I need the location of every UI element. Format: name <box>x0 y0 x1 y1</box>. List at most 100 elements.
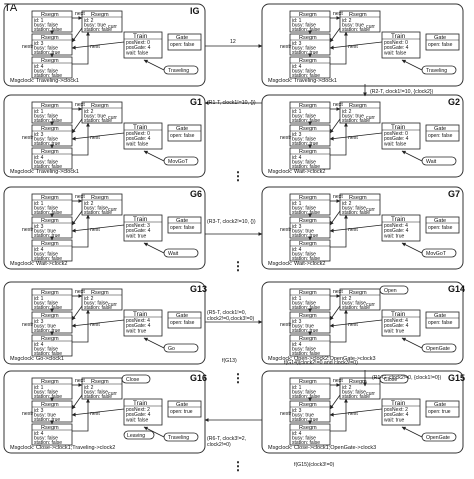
edge-label-curr: curr <box>108 115 117 121</box>
rsegm-id: id: 2 <box>342 109 352 115</box>
rsegm-title: Rsegm <box>41 379 59 385</box>
rsegm-busy: busy: false <box>292 137 316 143</box>
rsegm-id: id: 1 <box>292 296 302 302</box>
rsegm-station: station: false <box>34 351 62 357</box>
rsegm-box <box>81 288 123 311</box>
edge-label-next: next <box>75 289 85 295</box>
rsegm-box <box>339 193 381 216</box>
rsegm-title: Rsegm <box>299 58 317 64</box>
msgclock-text: Msgclock: Traveling->clock1 <box>10 169 79 175</box>
gate-title: Gate <box>434 126 446 132</box>
rsegm-station: station: true <box>292 233 318 239</box>
rsegm-station: station: false <box>292 351 320 357</box>
rsegm-busy: busy: false <box>84 206 108 212</box>
rsegm-title: Rsegm <box>41 313 59 319</box>
rsegm-busy: busy: false <box>292 436 316 442</box>
gate-title: Gate <box>176 218 188 224</box>
train-posgate: posGate: 4 <box>126 412 151 418</box>
event-label: Close <box>384 377 397 383</box>
rsegm-station: station: false <box>84 118 112 124</box>
label-r6t-a: (R6-T, clock3!=2, <box>207 436 246 442</box>
edge-label-next: next <box>348 135 358 141</box>
edge-event <box>143 242 165 254</box>
train-wait: wait: false <box>384 142 406 148</box>
label-r5t-b: clock2!=0,clock3!=0) <box>207 316 255 322</box>
rsegm-box <box>81 193 123 216</box>
gate-title: Gate <box>434 218 446 224</box>
edge-event <box>143 426 165 438</box>
rsegm-id: id: 4 <box>292 64 302 70</box>
edge-next <box>330 398 348 432</box>
edge-event <box>143 337 165 349</box>
train-posnext: posNext: 2 <box>126 407 150 413</box>
rsegm-station: station: false <box>292 305 320 311</box>
msgclock-text: Msgclock: Wait->clock2 <box>268 169 325 175</box>
gate-open: open: false <box>170 42 195 48</box>
train-wait: wait: true <box>384 234 405 240</box>
rsegm-id: id: 2 <box>84 201 94 207</box>
rsegm-station: station: false <box>34 210 62 216</box>
train-wait: wait: true <box>126 329 147 335</box>
rsegm-busy: busy: false <box>34 46 58 52</box>
rsegm-id: id: 3 <box>34 319 44 325</box>
gate-box <box>167 124 202 142</box>
edge-curr <box>71 132 125 141</box>
train-title: Train <box>391 124 406 131</box>
msgclock-text: Msgclock: Traveling->clock1 <box>10 78 79 84</box>
train-title: Train <box>391 33 406 40</box>
gate-open: open: false <box>428 320 453 326</box>
graph-id: G16 <box>190 373 207 383</box>
edge-label-nextr: nextr <box>22 411 34 417</box>
train-posgate: posGate: 4 <box>384 323 409 329</box>
edge-label-next: next <box>333 11 343 17</box>
rsegm-title: Rsegm <box>349 103 367 109</box>
rsegm-busy: busy: false <box>34 23 58 29</box>
event-label: Traveling <box>168 435 189 441</box>
rsegm-title: Rsegm <box>41 241 59 247</box>
rsegm-busy: busy: false <box>34 252 58 258</box>
edge-event <box>401 242 423 254</box>
edge-label-nextr: nextr <box>280 411 292 417</box>
edge-label-next: next <box>333 194 343 200</box>
train-title: Train <box>391 216 406 223</box>
rsegm-busy: busy: true <box>292 229 314 235</box>
edge-label-next: next <box>90 322 100 328</box>
label-fg14: f(G14)(clock2!=0 and clock3!=0) <box>284 360 358 366</box>
edge-next <box>72 214 90 248</box>
label-r1t: (R1-T, clock1!=10, {}) <box>207 100 256 106</box>
rsegm-title: Rsegm <box>91 195 109 201</box>
edge-label-curr: curr <box>366 391 375 397</box>
panel-frame <box>261 186 464 270</box>
rsegm-id: id: 2 <box>84 296 94 302</box>
label-r1g: (R1-G, clock2!=0, {clock1!=0}) <box>372 375 441 381</box>
edge-event <box>401 426 423 438</box>
edge-next <box>72 31 90 65</box>
rsegm-id: id: 1 <box>292 18 302 24</box>
graph-id: G6 <box>190 189 202 199</box>
label-r5t-a: (R5-T, clock1!=0, <box>207 310 246 316</box>
rsegm-id: id: 3 <box>34 408 44 414</box>
rsegm-station: station: false <box>84 210 112 216</box>
gate-title: Gate <box>176 35 188 41</box>
edge-label-nextr: nextr <box>280 227 292 233</box>
rsegm-busy: busy: false <box>34 69 58 75</box>
train-wait: wait: false <box>384 51 406 57</box>
rsegm-id: id: 2 <box>342 18 352 24</box>
edge-label-curr: curr <box>366 24 375 30</box>
rsegm-title: Rsegm <box>91 290 109 296</box>
rsegm-station: station: false <box>34 394 62 400</box>
rsegm-title: Rsegm <box>41 103 59 109</box>
train-posnext: posNext: 3 <box>126 223 150 229</box>
rsegm-title: Rsegm <box>349 195 367 201</box>
rsegm-id: id: 3 <box>292 132 302 138</box>
label-r3t: (R3-T, clock2!=10, {}) <box>207 219 256 225</box>
rsegm-busy: busy: false <box>34 390 58 396</box>
rsegm-title: Rsegm <box>41 149 59 155</box>
event-node <box>121 374 151 384</box>
train-posnext: posNext: 0 <box>384 40 408 46</box>
edge-curr <box>329 132 383 141</box>
msgclock-text: Msgclock: Wait->clock2 <box>268 261 325 267</box>
event-label: Leaving <box>127 433 145 439</box>
